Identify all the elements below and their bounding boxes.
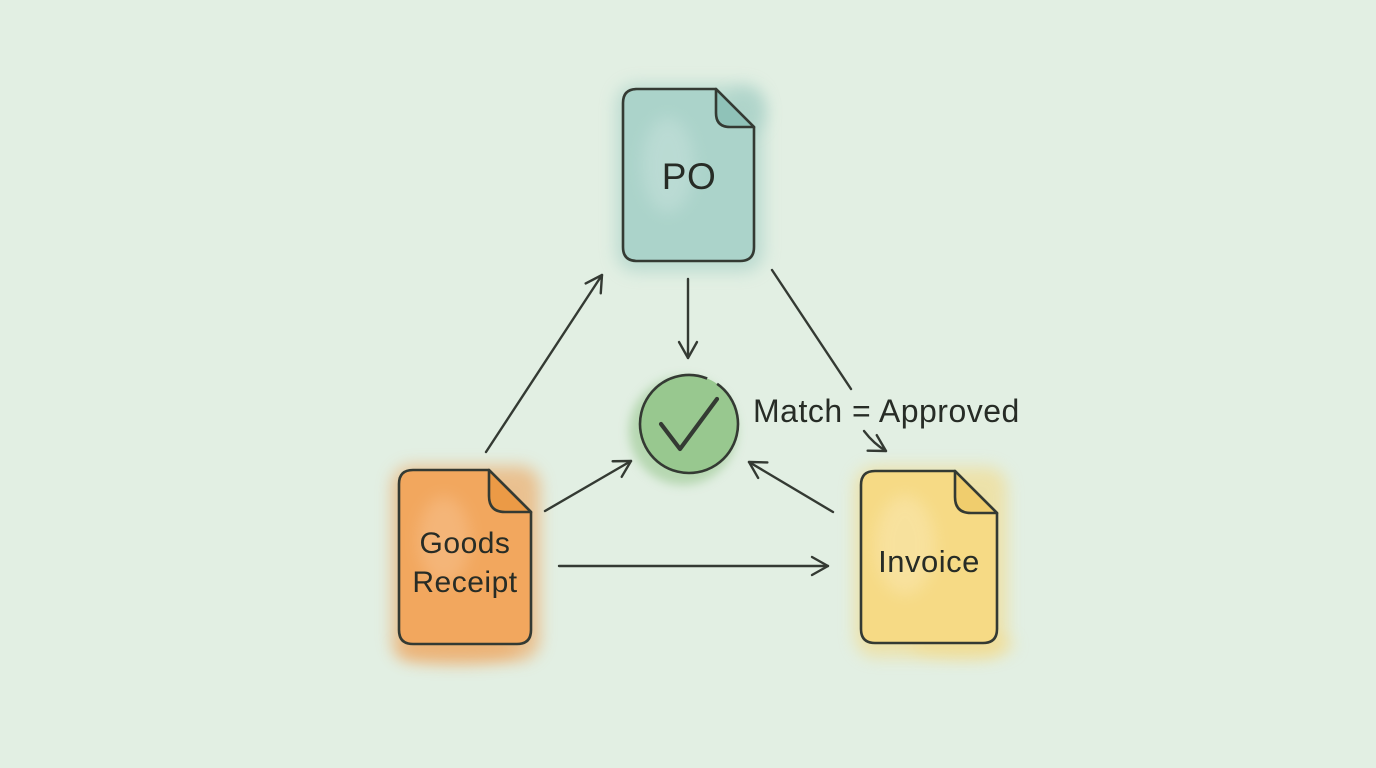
goods-receipt-highlight xyxy=(418,496,470,584)
invoice-highlight xyxy=(875,495,935,595)
arrows xyxy=(484,268,888,577)
goods-receipt-label: Goods Receipt xyxy=(412,527,518,599)
line-po-to-match-label xyxy=(770,268,853,391)
invoice-label: Invoice xyxy=(878,544,980,579)
check-circle xyxy=(638,373,740,475)
invoice-folded-corner xyxy=(953,469,999,515)
check-circle-icon xyxy=(638,373,740,475)
po-highlight xyxy=(642,117,694,213)
goods-receipt-folded-corner xyxy=(487,468,533,514)
invoice-document-icon xyxy=(859,469,999,645)
arrow-goods-receipt-to-check xyxy=(543,459,633,513)
arrow-invoice-to-check xyxy=(747,460,835,514)
arrow-match-label-to-invoice xyxy=(862,429,888,453)
po-folded-corner xyxy=(714,87,756,129)
arrow-goods-receipt-to-po xyxy=(484,273,604,454)
po-document-icon xyxy=(621,87,756,263)
match-approved-label: Match = Approved xyxy=(753,392,1020,429)
po-label: PO xyxy=(661,156,717,197)
check-mark xyxy=(658,396,720,452)
goods-receipt-document-icon xyxy=(397,468,533,646)
